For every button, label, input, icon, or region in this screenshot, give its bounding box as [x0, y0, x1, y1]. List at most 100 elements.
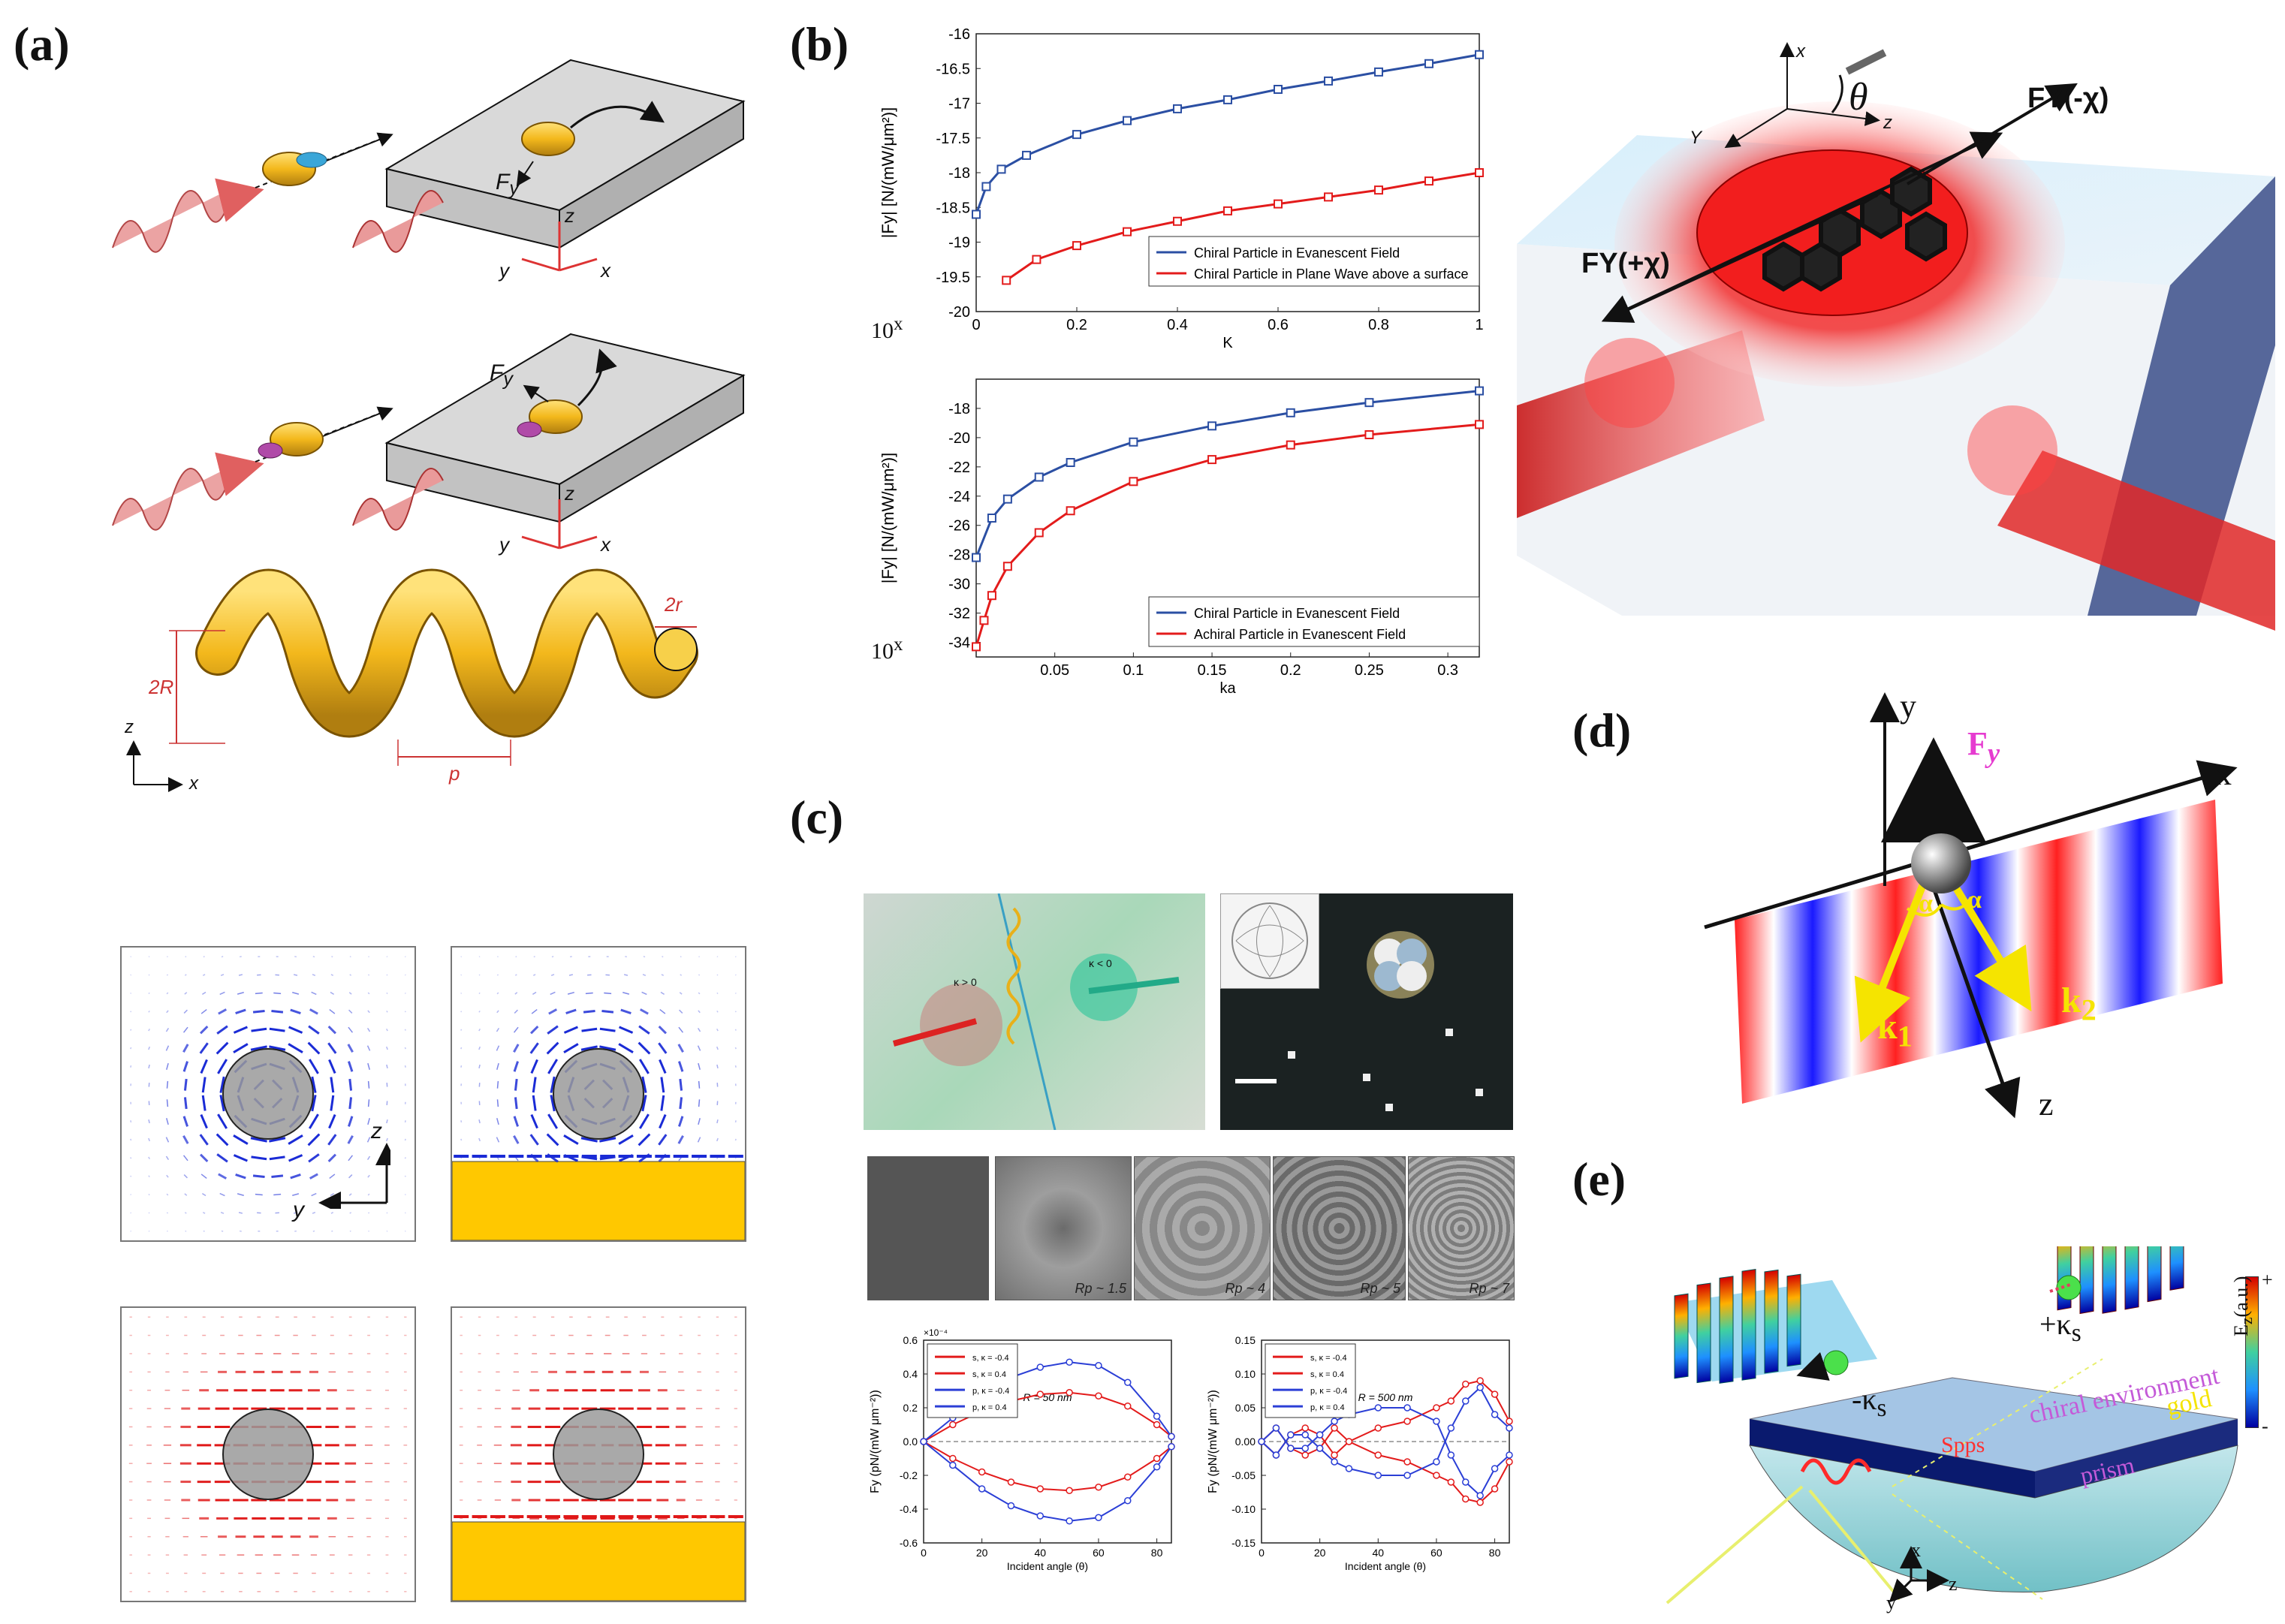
field-vector [496, 1080, 499, 1089]
data-point [1462, 1380, 1470, 1388]
data-point [996, 164, 1006, 174]
c-render-graphic [892, 893, 1180, 1131]
field-vector [237, 992, 244, 995]
field-vector [514, 1097, 518, 1110]
field-vector [658, 1134, 668, 1146]
field-vector [659, 1008, 666, 1014]
field-vector [734, 1120, 737, 1123]
data-point [1475, 50, 1484, 59]
y-tick-label: -18 [948, 165, 970, 182]
d-axis-y: y [1900, 688, 1916, 725]
x-tick-label: 0.1 [1123, 662, 1144, 679]
data-point [1374, 1472, 1382, 1479]
field-vector [348, 1009, 353, 1014]
field-map-red-surface [451, 1306, 746, 1602]
data-point [1066, 1358, 1073, 1366]
field-vector [307, 1133, 321, 1146]
field-vector [367, 1118, 370, 1125]
field-vector [251, 1155, 267, 1161]
field-vector [348, 1061, 354, 1072]
data-point [1374, 1404, 1382, 1412]
field-vector [311, 1095, 317, 1112]
x-tick-label: 60 [1093, 1547, 1105, 1559]
panel-label-e: (e) [1572, 1152, 1626, 1206]
field-vector [348, 1097, 353, 1110]
data-point [1462, 1478, 1470, 1486]
y-tick-label: -0.2 [900, 1469, 918, 1481]
e-spps: Spps [1941, 1433, 1985, 1457]
field-axis-y: y [293, 1198, 304, 1222]
data-point [1095, 1362, 1102, 1369]
data-point [1123, 116, 1132, 125]
field-vector [641, 1095, 647, 1112]
x-tick-label: 0.4 [1167, 317, 1188, 333]
data-point [972, 209, 981, 219]
legend-entry: Chiral Particle in Evanescent Field [1194, 606, 1400, 621]
data-point [1462, 1397, 1470, 1405]
field-vector [550, 1076, 556, 1093]
field-vector [620, 1008, 632, 1014]
rp-label-2: Rp ~ 4 [1225, 1281, 1265, 1296]
e-axis-z: z [1949, 1573, 1958, 1595]
e-axis-x: x [1911, 1539, 1921, 1561]
field-vector [638, 1113, 650, 1129]
axis-x-1: x [601, 259, 610, 282]
field-vector [478, 1137, 481, 1142]
field-vector [601, 1009, 614, 1014]
dim-2R: 2R [149, 676, 174, 698]
data-point [1124, 1378, 1132, 1386]
kappa-neg: κ < 0 [1089, 957, 1112, 969]
data-point [979, 616, 989, 625]
field-vector [233, 1154, 248, 1162]
y-tick-label: 0.0 [903, 1436, 918, 1448]
field-vector [307, 1041, 321, 1055]
field-vector [182, 1116, 188, 1127]
data-point [1345, 1465, 1353, 1472]
field-vector [269, 1137, 286, 1143]
field-vector [200, 1008, 207, 1014]
field-vector [165, 1137, 170, 1143]
y-tick-label: -16.5 [936, 61, 970, 77]
field-vector [288, 1026, 303, 1034]
field-vector [309, 1173, 318, 1180]
data-point [1331, 1458, 1338, 1466]
field-vector [311, 1076, 317, 1093]
data-point [978, 1485, 986, 1493]
x-tick-label: 60 [1430, 1547, 1442, 1559]
data-point [1345, 1438, 1353, 1445]
data-point [987, 514, 996, 523]
data-point [1475, 420, 1484, 429]
field-vector [658, 1026, 667, 1035]
field-vector [182, 1134, 189, 1144]
field-vector [235, 1008, 246, 1014]
x-tick-label: 0 [921, 1547, 927, 1559]
field-vector [252, 1009, 265, 1014]
field-vector [217, 1059, 228, 1074]
field-vector [583, 1009, 595, 1014]
x-tick-label: 80 [1489, 1547, 1501, 1559]
field-vector [348, 1078, 353, 1091]
legend-box [1148, 236, 1480, 287]
data-point [1207, 421, 1217, 431]
field-vector [618, 1134, 634, 1145]
wave-2 [112, 452, 264, 531]
field-vector [460, 1011, 463, 1013]
field-vector [330, 1095, 335, 1111]
multiplier-top: 10x [871, 314, 903, 343]
field-vector [183, 1009, 188, 1014]
field-vector [348, 1193, 352, 1196]
field-vector [327, 1042, 337, 1054]
field-vector [581, 1027, 598, 1032]
field-vector [563, 1134, 579, 1145]
field-vector [658, 1042, 668, 1054]
e-axis-y: y [1886, 1592, 1896, 1613]
field-vector [200, 1059, 208, 1074]
x-tick-label: 0.15 [1198, 662, 1227, 679]
legend-box [1148, 596, 1480, 647]
x-tick-label: 0.8 [1368, 317, 1389, 333]
field-vector [496, 992, 499, 995]
data-point [1324, 76, 1333, 86]
field-vector [269, 1027, 285, 1032]
y-tick-label: -0.10 [1231, 1503, 1256, 1515]
c-micro-1: Rp ~ 1.5 [995, 1156, 1132, 1300]
